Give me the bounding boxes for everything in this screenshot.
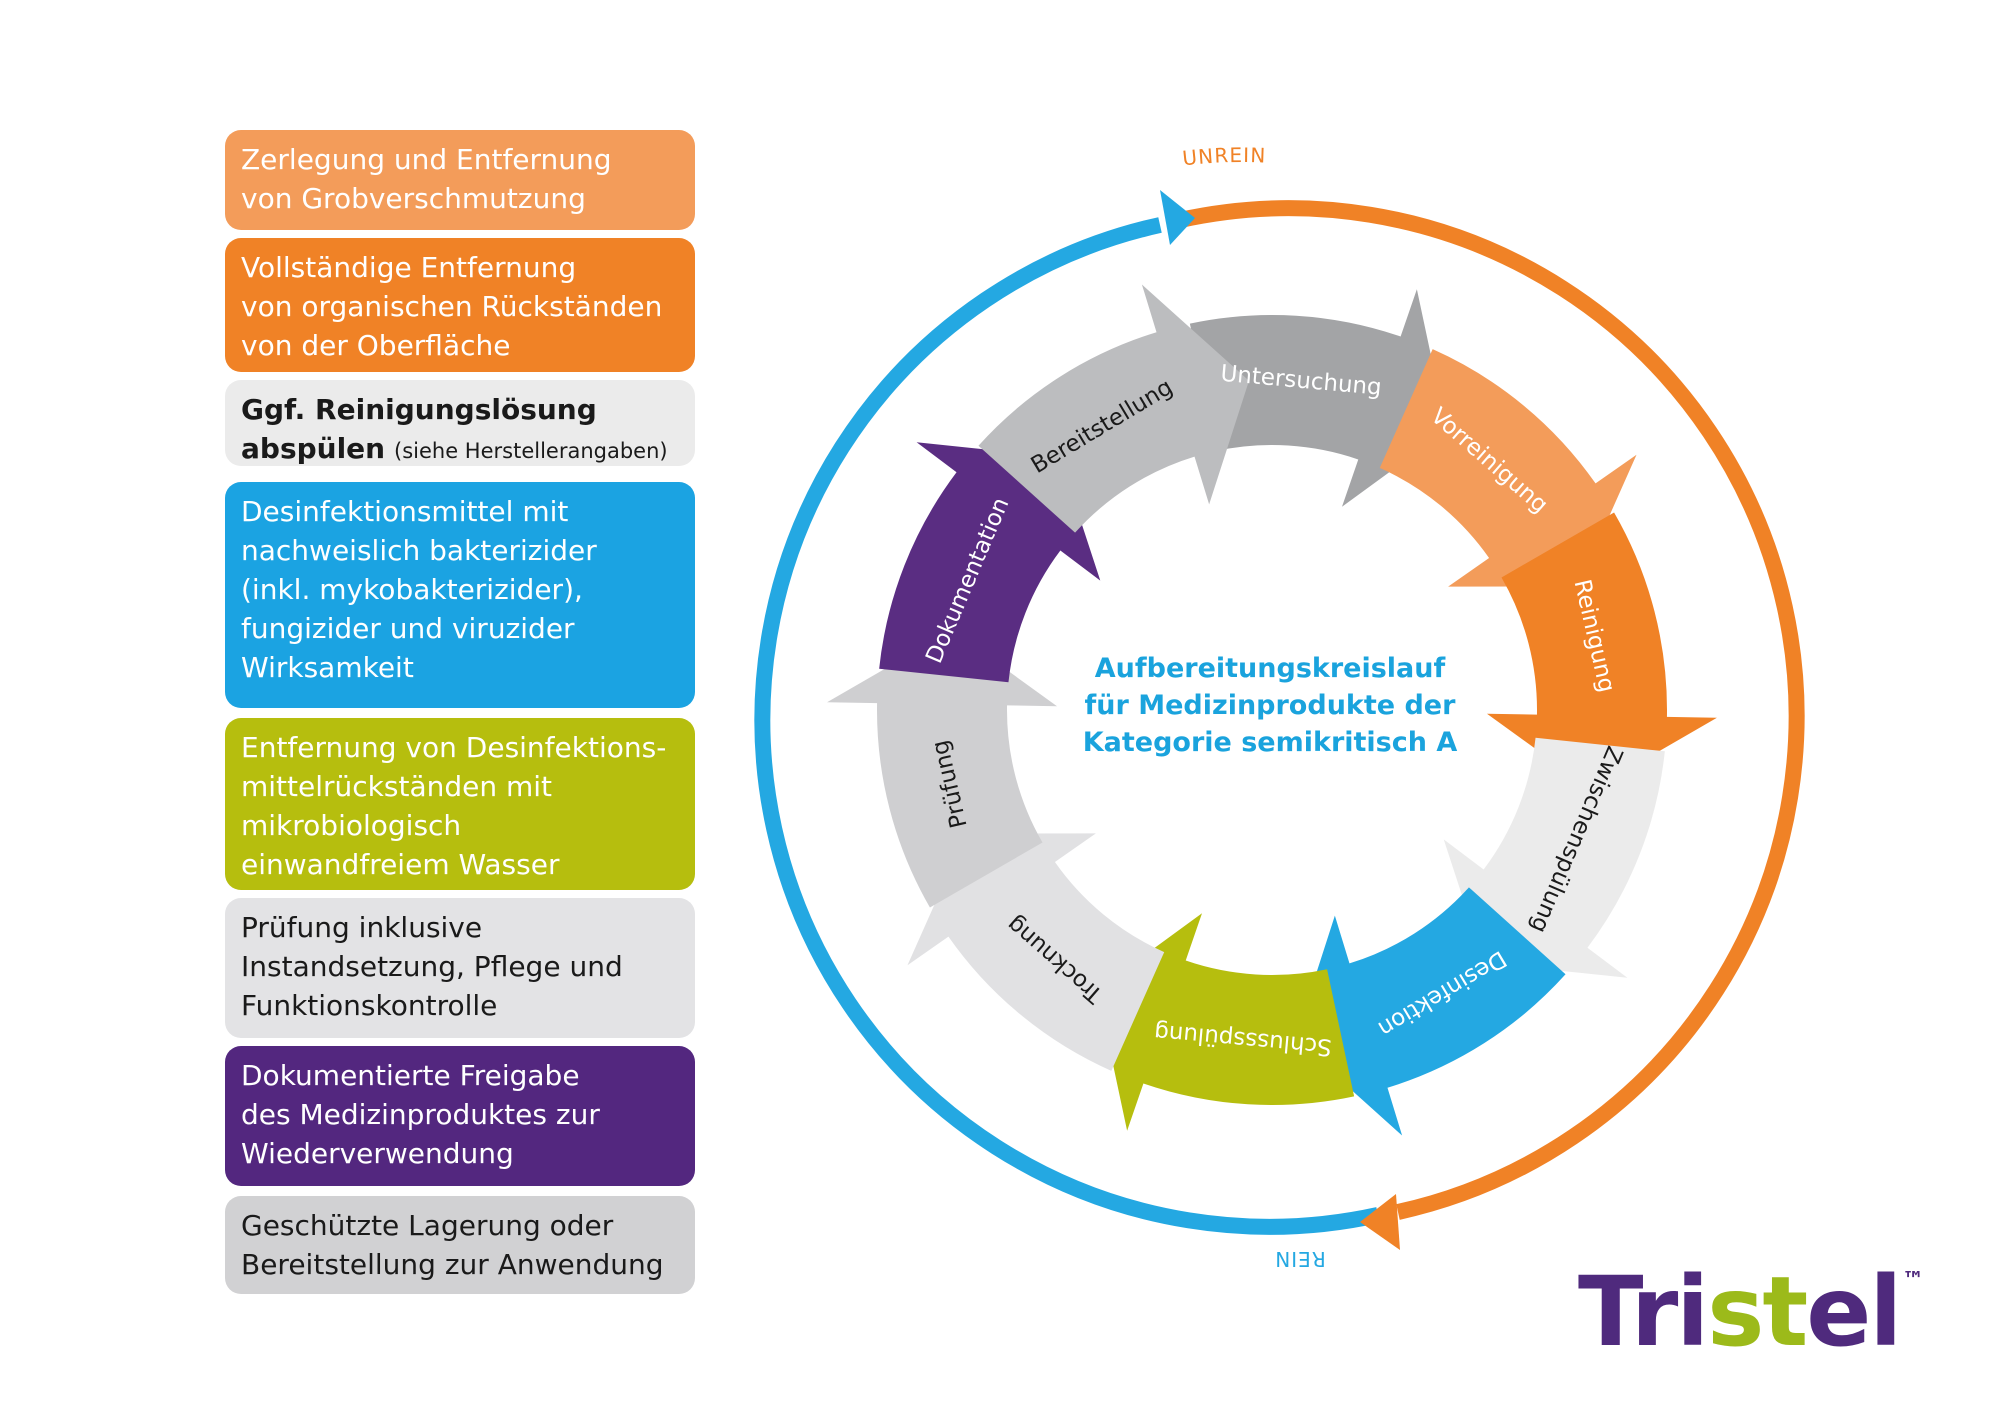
- legend-line: von organischen Rückständen: [241, 290, 663, 323]
- legend-box-rinse: Ggf. Reinigungslösung abspülen (siehe He…: [225, 380, 695, 466]
- center-title-line-3: Kategorie semikritisch A: [1083, 727, 1458, 758]
- legend-line: Prüfung inklusive: [241, 911, 483, 944]
- legend-line: Wiederverwendung: [241, 1137, 514, 1170]
- outer-label-unrein: UNREIN: [1181, 143, 1267, 170]
- cycle-arrow-schlussspülung: [1097, 913, 1355, 1131]
- outer-ring-blue: [754, 217, 1380, 1235]
- legend-line: fungizider und viruzider: [241, 612, 575, 645]
- legend-line: einwandfreiem Wasser: [241, 848, 560, 881]
- legend-line: nachweislich bakterizider: [241, 534, 597, 567]
- legend-box-disinfection: Desinfektionsmittel mit nachweislich bak…: [225, 482, 695, 708]
- legend-box-documentation: Dokumentierte Freigabe des Medizinproduk…: [225, 1046, 695, 1186]
- legend-line: von der Oberfläche: [241, 329, 511, 362]
- outer-label-rein: REIN: [1274, 1247, 1325, 1271]
- blue-arrowhead: [1160, 190, 1195, 245]
- cycle-arrow-trocknung: [907, 833, 1165, 1071]
- legend-note: (siehe Herstellerangaben): [394, 439, 668, 463]
- center-title: Aufbereitungskreislauf für Medizinproduk…: [1083, 653, 1458, 758]
- legend-line: Zerlegung und Entfernung: [241, 143, 612, 176]
- legend-line: des Medizinproduktes zur: [241, 1098, 600, 1131]
- cycle-steps: UntersuchungVorreinigungReinigungZwische…: [827, 284, 1717, 1136]
- legend-line: abspülen: [241, 432, 386, 465]
- cycle-arrow-prüfung: [827, 630, 1058, 908]
- legend-box-final-rinse: Entfernung von Desinfektions- mittelrück…: [225, 718, 695, 890]
- outer-ring-orange: [1178, 200, 1805, 1220]
- tristel-logo: Tristel™: [1578, 1256, 1925, 1368]
- legend-line: Bereitstellung zur Anwendung: [241, 1248, 664, 1281]
- cycle-arrow-untersuchung: [1189, 289, 1447, 507]
- cycle-arrow-desinfektion: [1295, 887, 1566, 1136]
- center-title-line-2: für Medizinprodukte der: [1085, 690, 1457, 721]
- legend-line: mittelrückständen mit: [241, 770, 553, 803]
- center-title-line-1: Aufbereitungskreislauf: [1095, 653, 1446, 684]
- legend-box-cleaning: Vollständige Entfernung von organischen …: [225, 238, 695, 372]
- legend-line: Entfernung von Desinfektions-: [241, 731, 667, 764]
- legend-line: von Grobverschmutzung: [241, 182, 586, 215]
- legend-line: Wirksamkeit: [241, 651, 414, 684]
- legend-box-inspection: Prüfung inklusive Instandsetzung, Pflege…: [225, 898, 695, 1038]
- cycle-arrow-bereitstellung: [978, 284, 1249, 533]
- legend-line: Vollständige Entfernung: [241, 251, 577, 284]
- legend-line: Desinfektionsmittel mit: [241, 495, 569, 528]
- legend-line: Dokumentierte Freigabe: [241, 1059, 580, 1092]
- orange-arrowhead: [1360, 1194, 1400, 1250]
- cycle-arrow-reinigung: [1486, 512, 1717, 790]
- legend-line: Geschützte Lagerung oder: [241, 1209, 614, 1242]
- legend-box-disassembly: Zerlegung und Entfernung von Grobverschm…: [225, 130, 695, 230]
- legend-line: Funktionskontrolle: [241, 989, 498, 1022]
- cycle-arrow-vorreinigung: [1379, 349, 1637, 587]
- legend-line: Ggf. Reinigungslösung: [241, 393, 597, 426]
- legend-box-storage: Geschützte Lagerung oder Bereitstellung …: [225, 1196, 695, 1294]
- legend-line: Instandsetzung, Pflege und: [241, 950, 623, 983]
- legend-line: mikrobiologisch: [241, 809, 462, 842]
- legend-line: (inkl. mykobakterizider),: [241, 573, 583, 606]
